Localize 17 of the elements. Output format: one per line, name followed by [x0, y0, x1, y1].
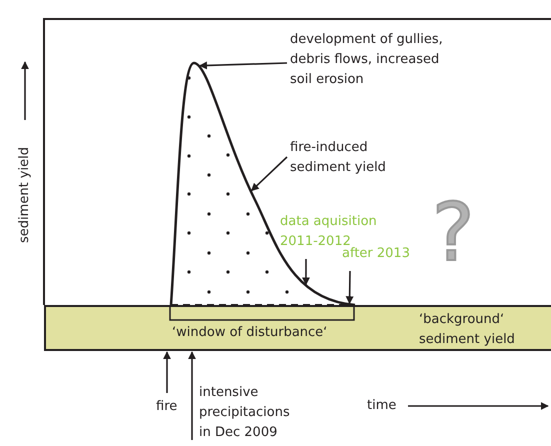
- axis-label: time: [367, 397, 398, 415]
- band-label: ‘background‘ sediment yield: [419, 311, 516, 349]
- annotation-text: fire-induced sediment yield: [290, 138, 410, 178]
- leader-arrow: [163, 351, 171, 393]
- axis-label: sediment yield: [16, 147, 33, 243]
- question-mark: ?: [432, 190, 474, 276]
- leader-arrow: [188, 351, 196, 440]
- annotation-text: development of gullies, debris flows, increased soil erosion: [290, 30, 465, 90]
- annotation-text: fire: [156, 397, 186, 417]
- leader-arrow: [346, 270, 354, 304]
- leader-arrow: [250, 156, 288, 192]
- leader-arrow: [198, 61, 288, 70]
- annotation-text: after 2013: [342, 244, 432, 264]
- annotation-text: intensive precipitacions in Dec 2009: [199, 383, 304, 443]
- bracket-label: ‘window of disturbance‘: [172, 324, 328, 342]
- leader-arrow: [302, 259, 310, 286]
- background-band: [44, 305, 551, 351]
